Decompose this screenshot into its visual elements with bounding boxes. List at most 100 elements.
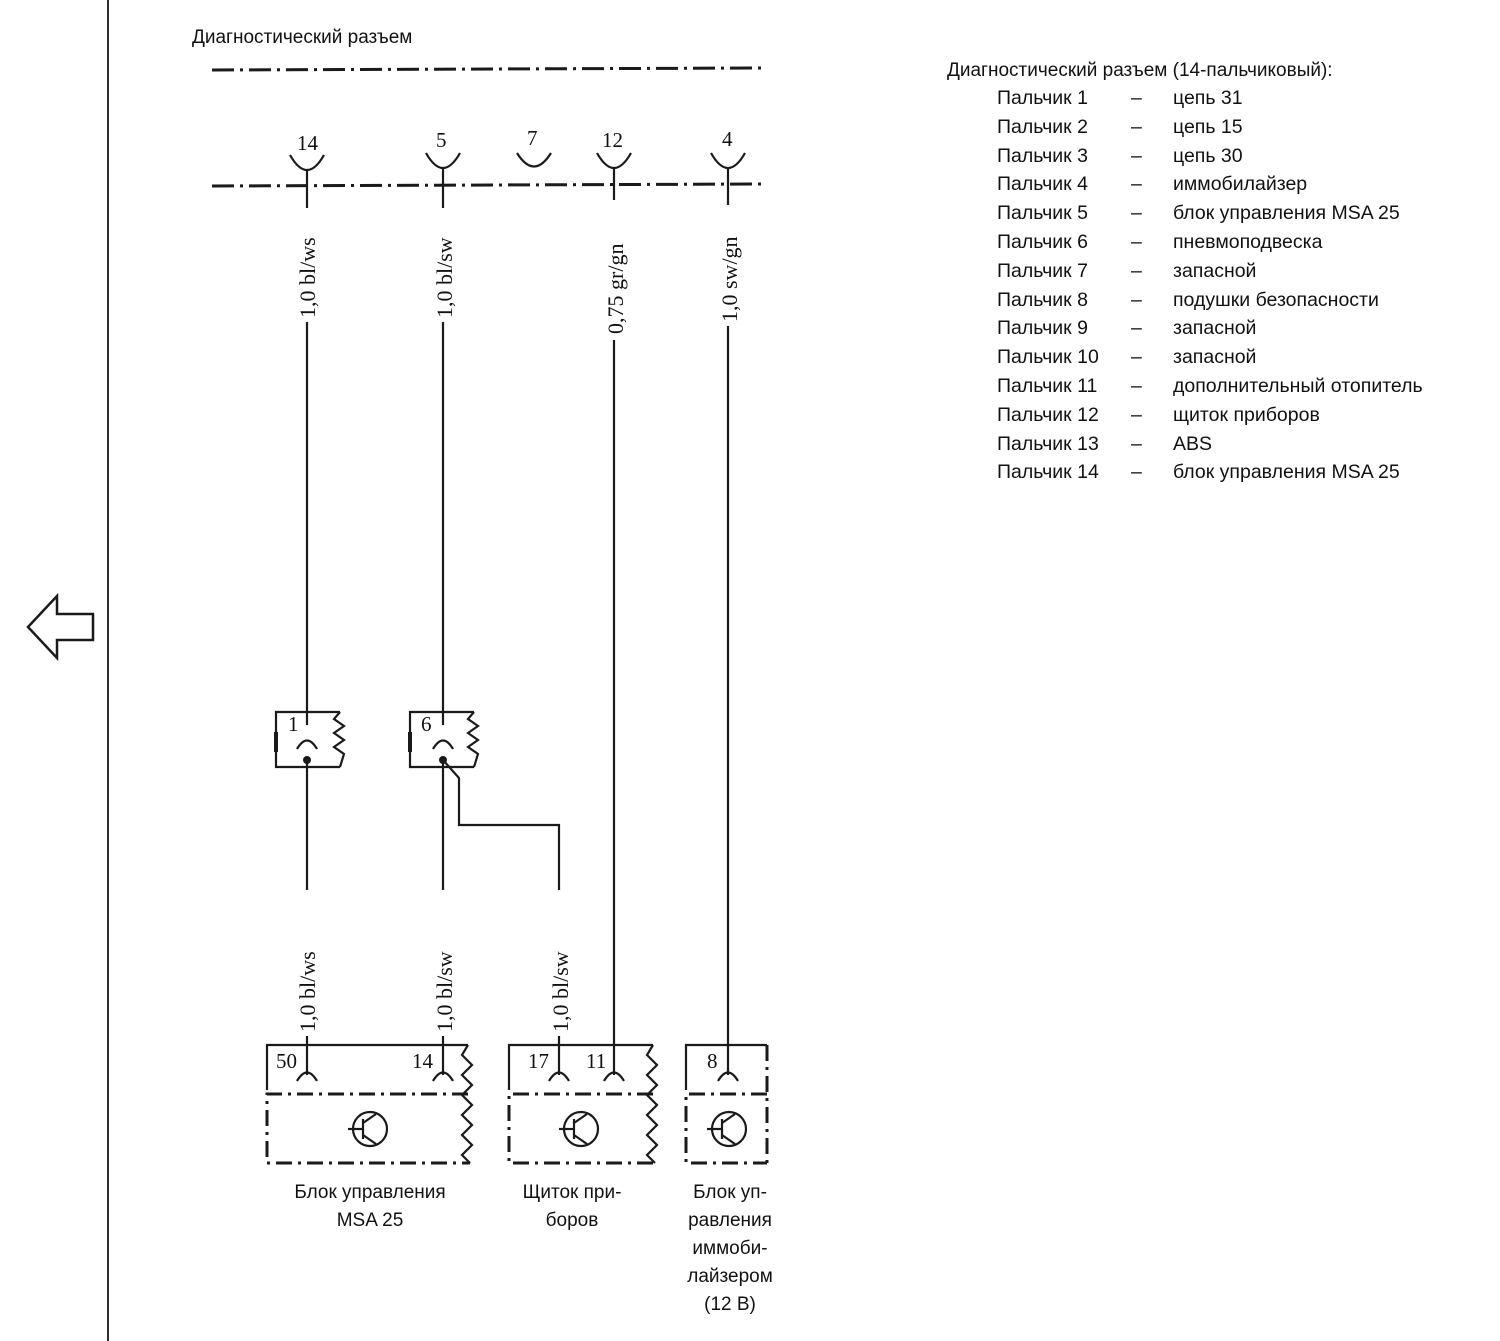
legend-row: Пальчик 11–дополнительный отопитель [947,372,1492,401]
legend-pin: Пальчик 7 [997,259,1088,282]
component-label-msa: MSA 25 [337,1210,404,1231]
legend-pin: Пальчик 13 [997,432,1099,455]
legend-pin: Пальчик 1 [997,87,1088,109]
component-label-cluster: Щиток при- [523,1182,622,1203]
legend-pin: Пальчик 8 [997,288,1088,311]
legend-desc: цепь 30 [1173,144,1243,167]
legend-row: Пальчик 13 – ABS [947,430,1492,459]
legend-row: Пальчик 1 – цепь 31 [947,84,1492,113]
legend-title: Диагностический разъем (14-пальчиковый): [947,60,1333,81]
legend-row: Пальчик 2–цепь 15 [947,113,1492,142]
legend-dash: – [1131,202,1142,225]
wire-label: 1,0 bl/sw [432,237,457,318]
legend-dash: – [1131,461,1142,484]
wire-label: 1,0 sw/gn [717,236,742,322]
component-label-immobilizer: равления [688,1210,772,1231]
legend-pin: Пальчик 4 [997,173,1088,196]
legend-row: Пальчик 9 – запасной [947,314,1492,343]
legend-row: Пальчик 7 – запасной [947,257,1492,286]
immobilizer-control-unit [684,1043,769,1165]
module-pin-label: 11 [586,1049,606,1073]
legend-row: Пальчик 10 – запасной [947,343,1492,372]
legend-desc: ABS [1173,432,1213,455]
legend-pin: Пальчик 14 [997,461,1099,484]
legend-dash: – [1131,317,1142,340]
legend-row: Пальчик 14 – блок управления MSA 25 [947,458,1492,487]
component-label-immobilizer: лайзером [687,1266,773,1287]
legend-dash: – [1131,346,1142,369]
transistor-icon [348,1110,389,1148]
wire-label: 1,0 bl/sw [548,951,573,1032]
connector-pin-socket [710,152,746,170]
connector-pin-socket [425,152,461,170]
wire-label: 1,0 bl/ws [295,237,320,318]
wire-label: 1,0 bl/sw [432,951,457,1032]
legend-row: Пальчик 8 – подушки безопасности [947,286,1492,315]
legend-dash: – [1131,173,1142,196]
component-label-immobilizer: (12 В) [704,1294,756,1315]
module-pin-label: 8 [707,1049,718,1073]
legend-row: Пальчик 3–цепь 30 [947,142,1492,171]
wire-label: 0,75 gr/gn [603,244,628,334]
legend-dash: – [1131,230,1142,253]
connector-pin-socket [289,154,325,172]
connector-boundary-top [211,66,766,72]
inline-connector-1 [274,710,346,769]
wire-label: 1,0 bl/ws [295,951,320,1032]
legend-dash: – [1131,374,1142,397]
module-pin-label: 17 [528,1049,549,1073]
legend-desc: запасной [1173,259,1257,282]
legend-desc: пневмоподвеска [1173,230,1323,253]
pin-legend: Диагностический разъем (14-пальчиковый):… [947,60,1492,487]
legend-dash: – [1131,403,1142,426]
connector-pin-socket [516,152,552,168]
component-label-msa: Блок управления [294,1182,445,1203]
legend-dash: – [1131,115,1142,138]
legend-row: Пальчик 12 – щиток приборов [947,401,1492,430]
inline-connector-pin: 6 [421,712,432,736]
legend-desc: запасной [1173,346,1257,369]
connector-pin-label: 4 [722,127,733,151]
legend-row: Пальчик 4–иммобилайзер [947,170,1492,199]
left-arrow-outline-icon[interactable] [26,592,95,662]
legend-dash: – [1131,259,1142,282]
instrument-cluster-unit [507,1043,659,1165]
legend-dash: – [1131,432,1142,455]
transistor-icon [707,1110,748,1148]
legend-dash: – [1131,288,1142,311]
legend-row: Пальчик 6 – пневмоподвеска [947,228,1492,257]
module-pin-label: 50 [276,1049,297,1073]
component-label-immobilizer: Блок уп- [693,1182,767,1203]
legend-pin: Пальчик 9 [997,317,1088,340]
inline-connector-pin: 1 [288,712,299,736]
legend-desc: дополнительный отопитель [1173,374,1423,397]
wire-branch-cluster [442,759,561,1075]
legend-desc: блок управления MSA 25 [1173,461,1400,484]
connector-pin-label: 12 [602,128,623,152]
legend-dash: – [1131,87,1142,109]
connector-pin-label: 7 [527,126,538,150]
transistor-icon [559,1110,600,1148]
legend-pin: Пальчик 12 [997,403,1099,426]
legend-desc: цепь 31 [1173,87,1243,109]
legend-desc: щиток приборов [1173,403,1320,426]
legend-pin: Пальчик 5 [997,202,1088,225]
diagram-title: Диагностический разъем [192,27,412,48]
component-label-cluster: боров [546,1210,599,1231]
legend-pin: Пальчик 3 [997,144,1088,167]
connector-pin-label: 14 [297,131,319,155]
msa25-control-unit [265,1043,474,1165]
legend-pin: Пальчик 10 [997,346,1099,369]
connector-boundary-bottom [211,182,766,188]
legend-desc: блок управления MSA 25 [1173,202,1400,225]
component-label-immobilizer: иммоби- [692,1238,767,1259]
legend-row: Пальчик 5 – блок управления MSA 25 [947,199,1492,228]
legend-desc: запасной [1173,317,1257,340]
connector-pin-socket [596,152,632,170]
connector-pin-label: 5 [436,128,447,152]
legend-pin: Пальчик 6 [997,230,1088,253]
inline-connector-6 [408,710,480,769]
module-pin-label: 14 [412,1049,434,1073]
legend-desc: подушки безопасности [1173,288,1379,311]
